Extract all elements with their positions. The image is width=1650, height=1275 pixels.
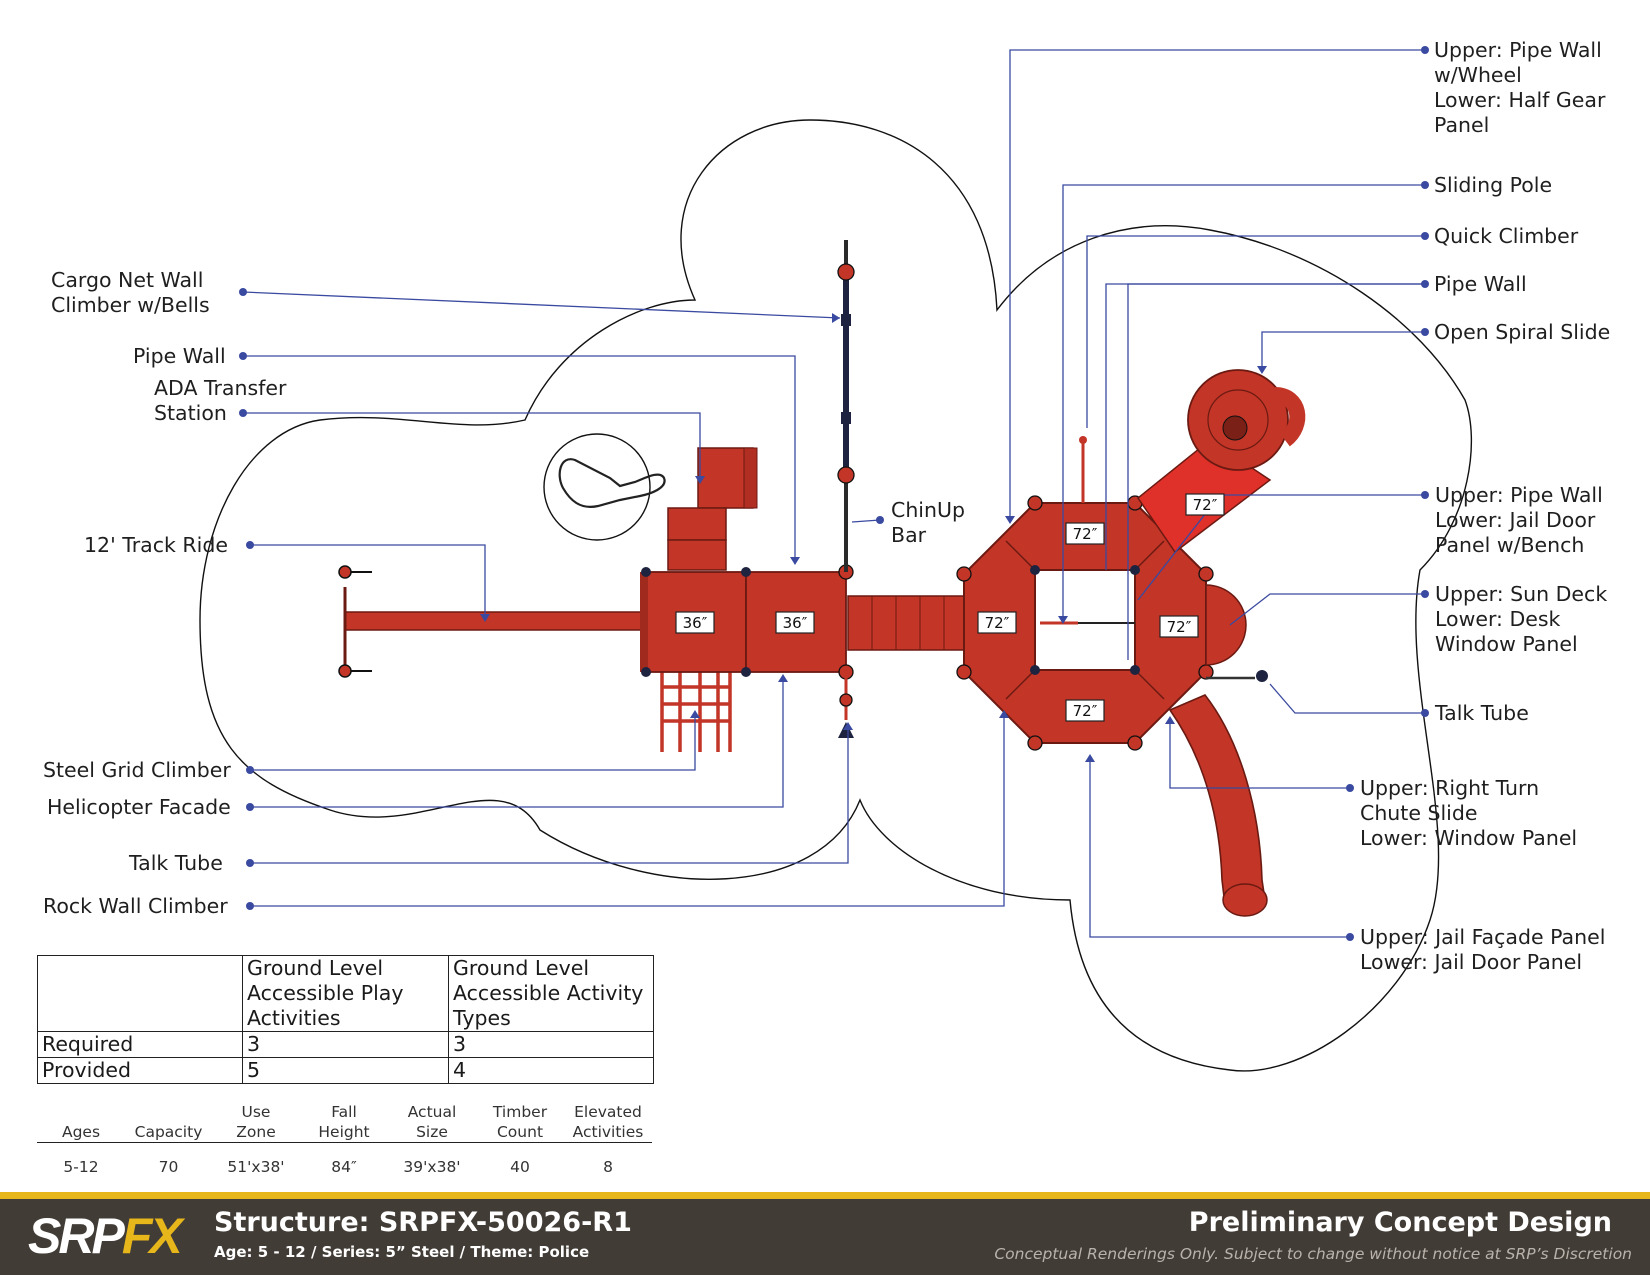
deck-label-1: 36″ <box>683 614 708 632</box>
callout-chinup: ChinUp Bar <box>891 498 966 547</box>
transfer-station-graphic <box>667 447 758 571</box>
spec-header: Actual Size <box>407 1103 457 1141</box>
table-header-types: Ground Level Accessible Activity Types <box>448 955 654 1032</box>
spiral-slide-graphic <box>1136 369 1306 554</box>
spec-value: 70 <box>158 1158 179 1176</box>
steel-grid-graphic <box>660 672 732 752</box>
callout-chute-slide: Upper: Right Turn Chute Slide Lower: Win… <box>1360 776 1578 850</box>
callout-talk-tube-left: Talk Tube <box>129 851 223 875</box>
spec-value: 84″ <box>331 1158 357 1176</box>
specs-header-row: Ages Capacity Use Zone Fall Height Actua… <box>37 1100 652 1143</box>
callout-jail-door-bench: Upper: Pipe Wall Lower: Jail Door Panel … <box>1435 483 1603 557</box>
callout-ada-transfer: ADA Transfer Station <box>154 376 287 425</box>
logo-main: SRP <box>28 1208 125 1264</box>
bridge-graphic <box>847 595 967 651</box>
row-label: Required <box>37 1031 243 1058</box>
deck-height-labels: 36″ 36″ 72″ 72″ 72″ 72″ 72″ <box>675 493 1225 722</box>
deck-label-5: 72″ <box>1167 618 1192 636</box>
ada-transfer-symbol <box>543 433 666 541</box>
callout-rock-wall: Rock Wall Climber <box>43 894 228 918</box>
srpfx-logo: SRPFX <box>28 1207 183 1265</box>
deck-label-3: 72″ <box>985 614 1010 632</box>
callout-spiral-slide: Open Spiral Slide <box>1434 320 1611 344</box>
deck-label-6: 72″ <box>1073 702 1098 720</box>
callout-talk-tube-right: Talk Tube <box>1435 701 1529 725</box>
leader-arrows <box>480 313 1267 762</box>
callout-cargo-net: Cargo Net Wall Climber w/Bells <box>51 268 210 317</box>
deck-label-4: 72″ <box>1073 525 1098 543</box>
callout-pipe-wall-left: Pipe Wall <box>133 344 226 368</box>
logo-accent: FX <box>121 1208 183 1264</box>
leader-dots <box>239 46 1429 941</box>
table-row: Provided 5 4 <box>37 1057 654 1084</box>
deck-group-left <box>640 564 854 680</box>
specs-table: Ages Capacity Use Zone Fall Height Actua… <box>37 1100 652 1177</box>
spec-header: Fall Height <box>318 1103 370 1141</box>
footer-accent-bar <box>0 1192 1650 1199</box>
octagon-tower <box>956 436 1214 751</box>
spec-value: 39'x38' <box>403 1158 461 1176</box>
row-play: 3 <box>242 1031 449 1058</box>
spec-header: Capacity <box>134 1123 203 1141</box>
table-header-play: Ground Level Accessible Play Activities <box>242 955 449 1032</box>
chute-slide-graphic <box>1168 694 1268 917</box>
spec-header: Elevated Activities <box>572 1103 644 1141</box>
table-row: Required 3 3 <box>37 1031 654 1058</box>
row-types: 3 <box>448 1031 654 1058</box>
spec-header: Ages <box>61 1123 101 1141</box>
callout-sun-deck: Upper: Sun Deck Lower: Desk Window Panel <box>1435 582 1608 656</box>
callout-track-ride: 12' Track Ride <box>84 533 228 557</box>
spec-value: 5-12 <box>63 1158 99 1176</box>
track-ride-graphic <box>338 565 646 678</box>
site-plan: 36″ 36″ 72″ 72″ 72″ 72″ 72″ <box>199 46 1473 1072</box>
spec-header: Use Zone <box>236 1103 276 1141</box>
disclaimer-text: Conceptual Renderings Only. Subject to c… <box>994 1245 1632 1263</box>
callout-pipe-wall-right: Pipe Wall <box>1434 272 1527 296</box>
use-zone-outline <box>199 119 1473 1072</box>
specs-value-row: 5-12 70 51'x38' 84″ 39'x38' 40 8 <box>37 1157 652 1177</box>
callout-pipe-wall-wheel: Upper: Pipe Wall w/Wheel Lower: Half Gea… <box>1434 38 1606 137</box>
deck-label-2: 36″ <box>783 614 808 632</box>
cargo-net-graphic <box>837 240 855 738</box>
structure-title: Structure: SRPFX-50026-R1 <box>214 1207 632 1238</box>
footer-bar: SRPFX Structure: SRPFX-50026-R1 Age: 5 -… <box>0 1199 1650 1275</box>
leader-lines <box>242 49 1425 938</box>
callout-steel-grid: Steel Grid Climber <box>43 758 231 782</box>
concept-design-title: Preliminary Concept Design <box>1188 1207 1612 1238</box>
table-header-empty <box>37 955 243 1032</box>
spec-value: 51'x38' <box>227 1158 285 1176</box>
callout-sliding-pole: Sliding Pole <box>1434 173 1553 197</box>
callout-jail-facade: Upper: Jail Façade Panel Lower: Jail Doo… <box>1360 925 1606 974</box>
structure-subtitle: Age: 5 - 12 / Series: 5” Steel / Theme: … <box>214 1243 590 1261</box>
accessibility-table: Ground Level Accessible Play Activities … <box>37 955 654 1084</box>
callout-helicopter: Helicopter Facade <box>47 795 231 819</box>
spec-header: Timber Count <box>492 1103 548 1141</box>
deck-label-7: 72″ <box>1193 496 1218 514</box>
spec-value: 40 <box>510 1158 530 1176</box>
sun-deck-graphic <box>1205 584 1268 682</box>
row-play: 5 <box>242 1057 449 1084</box>
row-label: Provided <box>37 1057 243 1084</box>
row-types: 4 <box>448 1057 654 1084</box>
callout-quick-climber: Quick Climber <box>1434 224 1579 248</box>
spec-value: 8 <box>603 1158 613 1176</box>
